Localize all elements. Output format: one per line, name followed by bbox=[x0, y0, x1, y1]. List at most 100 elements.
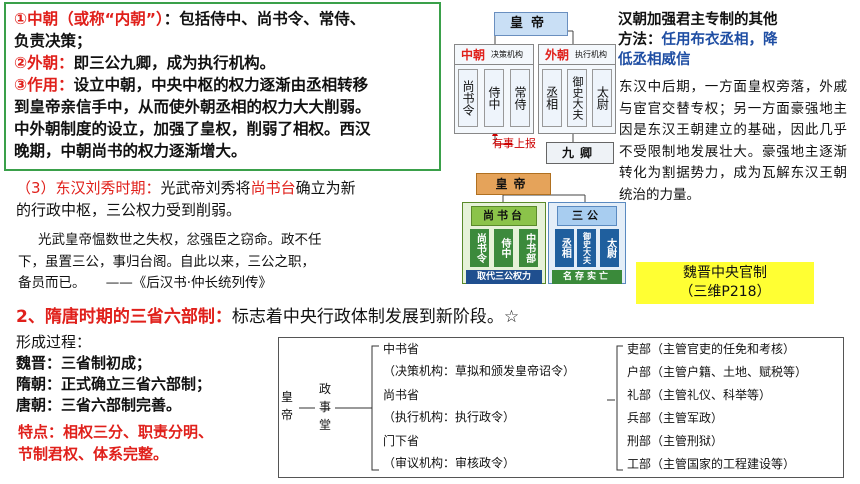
section3-label: （3）东汉刘秀时期： bbox=[16, 179, 161, 197]
gongbu: 工部（主管国家的工程建设等） bbox=[627, 457, 796, 471]
shangshusheng-desc: （执行机构：执行政令） bbox=[383, 410, 516, 424]
quote-line2: 下，虽置三公，事归台阁。自此以来，三公之职， bbox=[18, 253, 315, 270]
formation-text: 三省制初成； bbox=[61, 354, 152, 372]
zhongchao-summary-box: ①中朝（或称“内朝”）：包括侍中、尚书令、常侍、 负责决策； ②外朝：即三公九卿… bbox=[4, 2, 441, 171]
chengxiang-label: 丞相 bbox=[544, 86, 559, 110]
zhongchao-line2: 负责决策； bbox=[14, 32, 92, 50]
section3-line2: 的行政中枢，三公权力受到削弱。 bbox=[16, 201, 242, 219]
waichao-line: ②外朝：即三公九卿，成为执行机构。 bbox=[14, 52, 433, 74]
formation-text: 正式确立三省六部制； bbox=[61, 375, 212, 393]
shizhong-cell-2: 侍中 bbox=[494, 229, 514, 267]
section3-line1: （3）东汉刘秀时期：光武帝刘秀将尚书台确立为新 bbox=[16, 177, 456, 199]
section3-text-post: 确立为新 bbox=[295, 179, 356, 197]
features-line1: 特点：相权三分、职责分明、 bbox=[18, 423, 214, 441]
formation-title: 形成过程： bbox=[16, 333, 92, 351]
emperor-box-2: 皇帝 bbox=[476, 173, 551, 195]
shangshutai-highlight: 尚书台 bbox=[250, 179, 296, 197]
shangshuling-cell-2: 尚书令 bbox=[469, 229, 489, 267]
other-methods-line2: 方法：任用布衣丞相，降 bbox=[618, 30, 854, 50]
zhengshitang-label: 政事堂 bbox=[319, 382, 332, 432]
features-line2: 节制君权、体系完整。 bbox=[18, 445, 169, 463]
formation-text: 三省六部制完善。 bbox=[61, 396, 182, 414]
section3-text-pre: 光武帝刘秀将 bbox=[160, 179, 251, 197]
effect-line4: 晚期，中朝尚书的权力逐渐增大。 bbox=[14, 142, 247, 160]
formation-row-sui: 隋朝：正式确立三省六部制； bbox=[16, 374, 211, 395]
bottom-emperor: 皇帝 bbox=[281, 390, 294, 422]
zhongchao-text: ：包括侍中、尚书令、常侍、 bbox=[163, 10, 366, 28]
zhongchao-panel: 中朝 决策机构 尚书令 侍中 常侍 bbox=[454, 44, 534, 134]
taiwei-cell-2: 太尉 bbox=[600, 229, 620, 267]
sui-tang-text: 标志着中央行政体制发展到新阶段。☆ bbox=[231, 307, 520, 327]
zhongshusheng: 中书省 bbox=[383, 342, 420, 356]
waichao-panel: 外朝 执行机构 丞相 御史大夫 太尉 bbox=[538, 44, 616, 134]
other-methods-line1: 汉朝加强君主专制的其他 bbox=[618, 12, 778, 28]
shangshusheng: 尚书省 bbox=[383, 388, 420, 402]
yushidafu-cell: 御史大夫 bbox=[566, 69, 587, 127]
bingbu: 兵部（主管军政） bbox=[627, 411, 724, 425]
chengxiang-cell: 丞相 bbox=[541, 69, 562, 127]
sangong-header: 三公 bbox=[557, 206, 617, 226]
zhongchao-line: ①中朝（或称“内朝”）：包括侍中、尚书令、常侍、 bbox=[14, 8, 433, 30]
three-departments-diagram: 皇帝 政事堂 中书省 （决策机构：草拟和颁发皇帝诏令） 尚书省 （执行机构：执行… bbox=[278, 337, 844, 478]
shangshutai-panel: 尚书台 尚书令 侍中 中书部 取代三公权力 bbox=[462, 202, 546, 284]
menxiasheng-desc: （审议机构：审核政令） bbox=[383, 456, 516, 470]
effect-line3: 中外朝制度的设立，加强了皇权，削弱了相权。西汉 bbox=[14, 120, 371, 138]
methods-highlight: 任用布衣丞相，降 bbox=[661, 32, 778, 48]
zhongshusheng-desc: （决策机构：草拟和颁发皇帝诏令） bbox=[383, 364, 576, 378]
bottom-connectors bbox=[299, 345, 623, 471]
effect-text: 设立中朝，中央中枢的权力逐渐由丞相转移 bbox=[73, 76, 369, 94]
nominal-caption: 名存实亡 bbox=[552, 270, 622, 284]
emperor-box: 皇帝 bbox=[494, 12, 568, 36]
sangong-panel: 三公 丞相 御史大夫 太尉 名存实亡 bbox=[548, 202, 626, 284]
zhongchao-label: ①中朝（或称“内朝”） bbox=[14, 10, 164, 28]
sui-tang-label: 2、隋唐时期的三省六部制： bbox=[16, 307, 232, 327]
taiwei-cell: 太尉 bbox=[592, 69, 613, 127]
eastern-han-diagram: 皇帝 尚书台 尚书令 侍中 中书部 取代三公权力 三公 丞相 御史大夫 太尉 名… bbox=[448, 170, 628, 288]
wei-jin-title: 魏晋中央官制 bbox=[683, 265, 767, 281]
waichao-subtitle: 执行机构 bbox=[575, 50, 608, 59]
effect-line2: 到皇帝亲信手中，从而使外朝丞相的权力大大削弱。 bbox=[14, 98, 371, 116]
waichao-title: 外朝 bbox=[545, 48, 570, 62]
yushidafu-label-2: 御史大夫 bbox=[582, 232, 592, 264]
changshi-cell: 常侍 bbox=[510, 69, 530, 127]
methods-label: 方法： bbox=[618, 32, 662, 48]
formation-label: 隋朝： bbox=[16, 375, 62, 393]
formation-row-weijin: 魏晋：三省制初成； bbox=[16, 353, 211, 374]
yushidafu-cell-2: 御史大夫 bbox=[577, 229, 597, 267]
other-methods-title: 汉朝加强君主专制的其他 方法：任用布衣丞相，降 低丞相威信 bbox=[618, 10, 854, 70]
features-text: 特点：相权三分、职责分明、 节制君权、体系完整。 bbox=[18, 421, 213, 465]
taiwei-label: 太尉 bbox=[595, 86, 610, 110]
chengxiang-cell-2: 丞相 bbox=[554, 229, 574, 267]
effect-label: ③作用： bbox=[14, 76, 74, 94]
jiuqing-box: 九卿 bbox=[546, 142, 614, 164]
formation-row-tang: 唐朝：三省六部制完善。 bbox=[16, 395, 211, 416]
shangshuling-cell: 尚书令 bbox=[458, 69, 478, 127]
zhongchao-subtitle: 决策机构 bbox=[491, 50, 524, 59]
waichao-label: ②外朝： bbox=[14, 54, 74, 72]
shangshutai-header: 尚书台 bbox=[471, 206, 537, 226]
zhongchao-title: 中朝 bbox=[461, 48, 486, 62]
han-court-diagram: 皇帝 中朝 决策机构 尚书令 侍中 常侍 外朝 执行机构 丞相 御史大夫 太尉 … bbox=[448, 4, 618, 170]
wei-jin-reference-box: 魏晋中央官制 （三维P218） bbox=[636, 262, 814, 304]
taiwei-label-2: 太尉 bbox=[604, 238, 616, 258]
xingbu: 刑部（主管刑狱） bbox=[627, 434, 724, 448]
shangshuling-label-2: 尚书令 bbox=[474, 233, 486, 263]
hubu: 户部（主管户籍、土地、赋税等） bbox=[627, 365, 808, 379]
formation-process: 形成过程： 魏晋：三省制初成； 隋朝：正式确立三省六部制； 唐朝：三省六部制完善… bbox=[16, 332, 211, 416]
eastern-han-section: （3）东汉刘秀时期：光武帝刘秀将尚书台确立为新 的行政中枢，三公权力受到削弱。 bbox=[16, 177, 456, 221]
quote-line1: 光武皇帝愠数世之失权，忿强臣之窃命。政不任 bbox=[38, 232, 322, 248]
effect-line: ③作用：设立中朝，中央中枢的权力逐渐由丞相转移 bbox=[14, 74, 433, 96]
shangshuling-label: 尚书令 bbox=[461, 80, 475, 116]
libu-rites: 礼部（主管礼仪、科举等） bbox=[627, 388, 772, 402]
zhongshubu-label: 中书部 bbox=[523, 233, 535, 263]
yushidafu-label: 御史大夫 bbox=[570, 76, 584, 120]
changshi-label: 常侍 bbox=[513, 86, 527, 110]
formation-label: 唐朝： bbox=[16, 396, 62, 414]
menxiasheng: 门下省 bbox=[383, 434, 420, 448]
sui-tang-heading: 2、隋唐时期的三省六部制：标志着中央行政体制发展到新阶段。☆ bbox=[16, 305, 519, 329]
report-label: 有事上报 bbox=[492, 137, 536, 150]
libu-personnel: 吏部（主管官吏的任免和考核） bbox=[627, 342, 796, 356]
quote-line3: 备员而已。 ——《后汉书·仲长统列传》 bbox=[18, 275, 273, 291]
zhongshubu-cell: 中书部 bbox=[519, 229, 539, 267]
formation-label: 魏晋： bbox=[16, 354, 62, 372]
